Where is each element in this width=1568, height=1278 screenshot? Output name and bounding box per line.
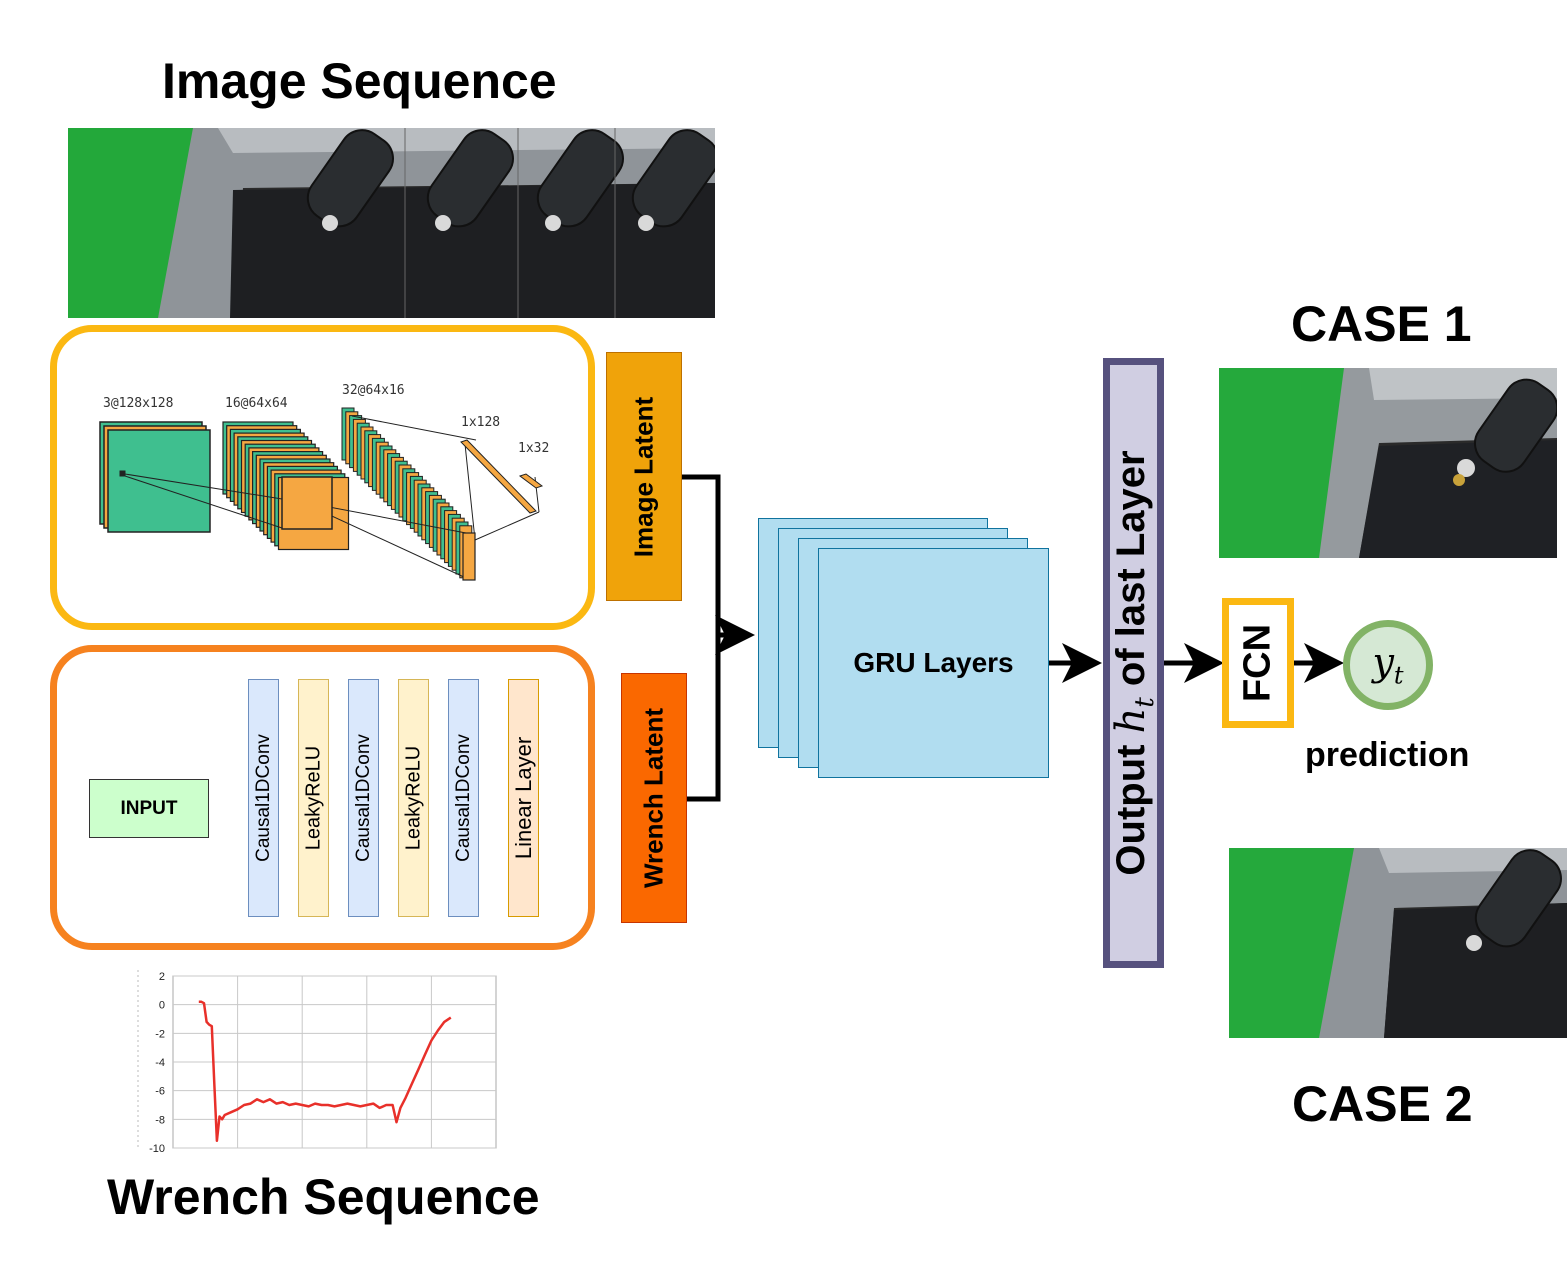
- gru-layer-front: GRU Layers: [818, 548, 1049, 778]
- y-tick-label: 2: [159, 971, 165, 983]
- y-tick-label: -6: [155, 1086, 165, 1098]
- fcn-block: FCN: [1222, 598, 1294, 728]
- output-symbol: h: [1107, 707, 1154, 734]
- prediction-symbol: yt: [1372, 640, 1404, 690]
- wrench-latent-block: Wrench Latent: [621, 673, 687, 923]
- gru-label: GRU Layers: [853, 647, 1014, 678]
- case1-title: CASE 1: [1291, 296, 1472, 352]
- causal-conv-layer: Causal1DConv: [248, 679, 279, 917]
- cnn-dim-label: 3@128x128: [103, 396, 174, 411]
- cnn-dim-label: 32@64x16: [342, 383, 405, 398]
- output-label: Output ht of last Layer: [1107, 450, 1160, 876]
- y-tick-label: -4: [155, 1057, 165, 1069]
- linear-layer: Linear Layer: [508, 679, 539, 917]
- y-tick-label: 0: [159, 1000, 165, 1012]
- cnn-encoder-box: [50, 325, 595, 630]
- causal-conv-layer: Causal1DConv: [348, 679, 379, 917]
- output-ht-block: Output ht of last Layer: [1103, 358, 1164, 968]
- cnn-architecture-diagram: [99, 407, 544, 581]
- wrench-encoder-box: [50, 645, 595, 950]
- cnn-dim-label: 1x32: [518, 441, 550, 456]
- wrench-sequence-chart: 2 0 -2 -4 -6 -8 -10: [137, 970, 497, 1155]
- y-tick-label: -2: [155, 1028, 165, 1040]
- image-sequence-title: Image Sequence: [162, 53, 557, 109]
- leaky-relu-layer: LeakyReLU: [298, 679, 329, 917]
- leaky-relu-layer: LeakyReLU: [398, 679, 429, 917]
- wrench-input-label: INPUT: [120, 797, 178, 819]
- y-tick-label: -10: [149, 1143, 165, 1155]
- wrench-series-line: [198, 1000, 452, 1143]
- cnn-dim-label: 16@64x64: [225, 396, 288, 411]
- cnn-dim-label: 1x128: [461, 415, 501, 430]
- case2-image: [1229, 848, 1567, 1038]
- causal-conv-layer: Causal1DConv: [448, 679, 479, 917]
- case2-title: CASE 2: [1292, 1076, 1473, 1132]
- wrench-sequence-title: Wrench Sequence: [107, 1169, 540, 1225]
- image-sequence-strip: [68, 128, 719, 318]
- wrench-input-box: INPUT: [89, 779, 209, 838]
- prediction-label: prediction: [1305, 736, 1470, 774]
- y-tick-label: -8: [155, 1114, 165, 1126]
- image-latent-block: Image Latent: [606, 352, 682, 601]
- fcn-label: FCN: [1236, 623, 1279, 703]
- case1-image: [1219, 368, 1559, 558]
- prediction-node: yt: [1343, 620, 1433, 710]
